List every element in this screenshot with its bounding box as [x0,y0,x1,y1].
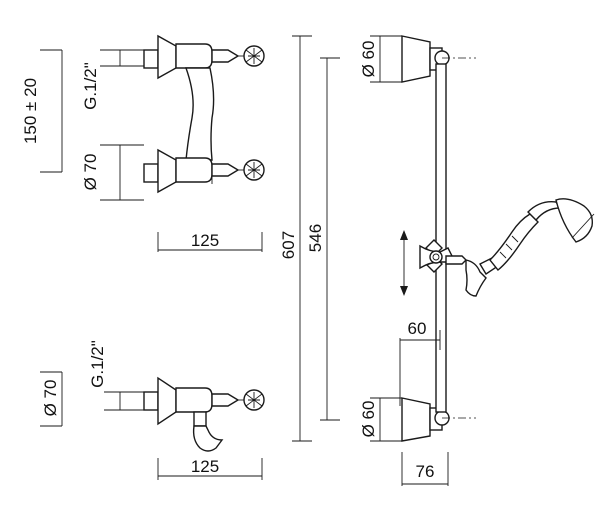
dim-width-top-mixer: 125 [191,231,219,250]
dim-width-bottom-mixer: 125 [191,457,219,476]
overall-dimensions: 607 546 [279,35,340,442]
dim-bracket-top-diameter: Ø 60 [359,41,378,78]
dim-height-150: 150 ± 20 [21,78,40,144]
dim-total-height: 607 [279,231,298,259]
wall-mixer-drawing: 150 ± 20 G.1/2" Ø 70 125 [21,34,265,252]
dim-thread-bottom: G.1/2" [88,340,107,388]
dim-thread-top: G.1/2" [81,62,100,110]
single-mixer-drawing: Ø 70 G.1/2" 125 [40,340,265,480]
dim-bracket-bottom-diameter: Ø 60 [359,401,378,438]
dim-diameter-top-mixer: Ø 70 [81,154,100,191]
dim-shower-offset: 60 [408,319,427,338]
dim-diameter-bottom-mixer: Ø 70 [41,380,60,417]
dim-bar-length: 546 [306,224,325,252]
dim-bar-projection: 76 [416,462,435,481]
slide-bar-drawing: Ø 60 Ø 60 60 76 [359,35,595,486]
